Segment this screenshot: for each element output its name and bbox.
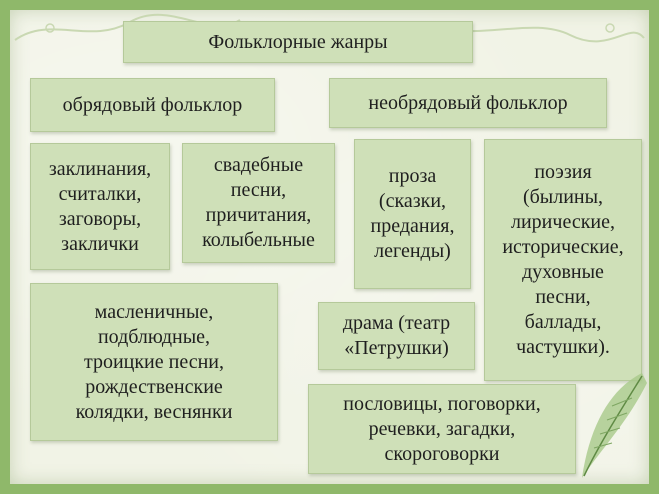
genre-wedding-songs: свадебные песни, причитания, колыбельные	[182, 143, 335, 263]
branch-ritual-folklore: обрядовый фольклор	[30, 78, 275, 132]
genre-prose: проза (сказки, предания, легенды)	[354, 139, 471, 289]
branch-nonritual-folklore: необрядовый фольклор	[329, 78, 607, 128]
genre-small-forms: пословицы, поговорки, речевки, загадки, …	[308, 384, 576, 474]
diagram-title: Фольклорные жанры	[123, 21, 473, 63]
genre-incantations: заклинания, считалки, заговоры, заклички	[30, 143, 170, 270]
genre-calendar-songs: масленичные, подблюдные, троицкие песни,…	[30, 283, 278, 441]
quill-feather-icon	[582, 373, 647, 478]
genre-drama: драма (театр «Петрушки)	[318, 302, 475, 370]
genre-poetry: поэзия (былины, лирические, исторические…	[484, 139, 642, 381]
